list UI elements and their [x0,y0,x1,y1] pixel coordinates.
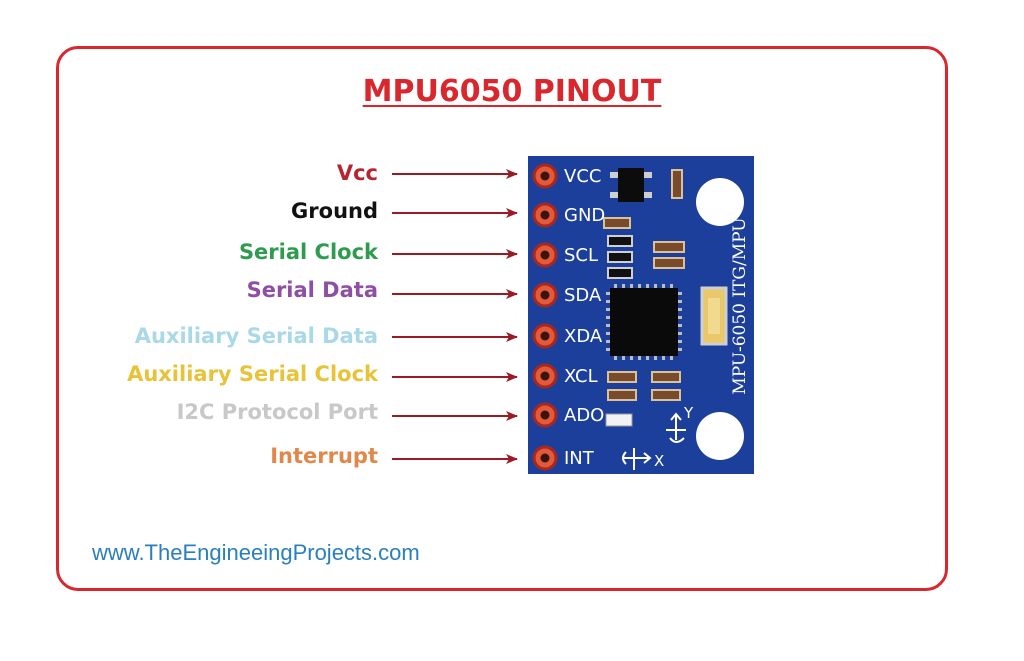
pin-label-ground: Ground [291,199,378,223]
pin-label-serial-data: Serial Data [246,278,378,302]
axis-x-label: X [654,452,665,470]
board-model-label: MPU-6050 ITG/MPU [730,217,750,395]
pad-label-scl: SCL [564,245,599,266]
pin-pads [532,163,558,471]
pad-label-xda: XDA [564,326,603,347]
pin-label-aux-serial-clock: Auxiliary Serial Clock [127,362,378,386]
diagram-frame [56,46,948,591]
website-link[interactable]: www.TheEngineeingProjects.com [92,540,420,565]
pin-label-interrupt: Interrupt [270,444,378,468]
title-text: MPU6050 PINOUT [362,74,662,109]
pin-label-serial-clock: Serial Clock [238,240,378,264]
capacitor-c1 [671,169,683,199]
pad-label-int: INT [564,448,594,469]
pad-label-xcl: XCL [564,366,598,387]
mpu6050-board: VCC GND SCL SDA XDA XCL ADO INT MPU-6050… [528,156,754,474]
pad-label-ado: ADO [564,405,605,426]
board-graphics [532,163,744,471]
mounting-hole-top [696,178,744,226]
mounting-hole-bottom [696,412,744,460]
smd-components [603,217,685,427]
page-title: MPU6050 PINOUT [0,74,1024,109]
axis-y-label: Y [684,404,694,422]
voltage-regulator [610,168,652,202]
large-capacitor [700,286,728,346]
pad-label-vcc: VCC [564,166,602,187]
pad-label-sda: SDA [564,285,602,306]
axis-indicator [622,412,686,470]
pad-label-gnd: GND [564,205,606,226]
pin-label-vcc: Vcc [336,161,378,185]
mpu-chip [606,284,682,360]
pin-label-aux-serial-data: Auxiliary Serial Data [134,324,378,348]
pin-label-i2c-port: I2C Protocol Port [176,400,378,424]
